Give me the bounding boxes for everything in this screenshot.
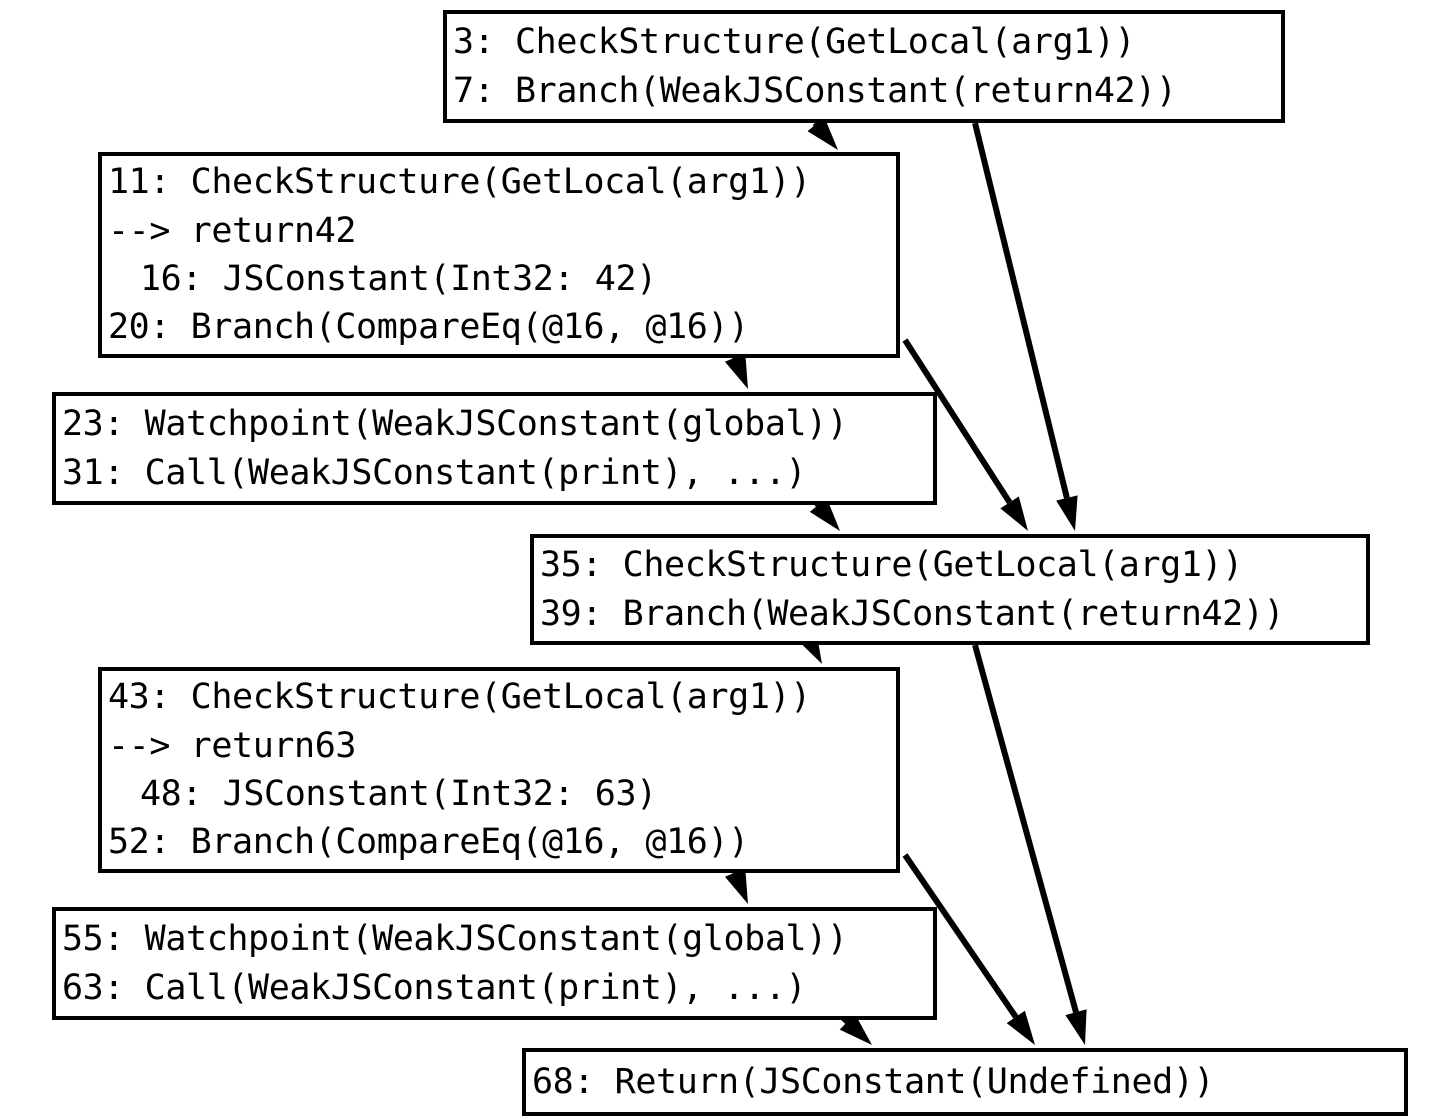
cfg-edge-block0-to-block3 xyxy=(972,122,1078,531)
arrowhead-icon xyxy=(1056,495,1078,531)
cfg-block-line: 31: Call(WeakJSConstant(print), ...) xyxy=(62,452,807,493)
arrowhead-icon xyxy=(724,868,748,904)
cfg-block-line: 55: Watchpoint(WeakJSConstant(global)) xyxy=(62,919,848,960)
arrowhead-icon xyxy=(724,353,748,389)
cfg-block-line: 16: JSConstant(Int32: 42) xyxy=(140,259,657,299)
cfg-block-line: 68: Return(JSConstant(Undefined)) xyxy=(532,1061,1215,1102)
cfg-block-line: 48: JSConstant(Int32: 63) xyxy=(140,774,657,814)
cfg-block-line: 3: CheckStructure(GetLocal(arg1)) xyxy=(453,22,1136,63)
cfg-block-block3[interactable]: 35: CheckStructure(GetLocal(arg1)) 39: Br… xyxy=(530,534,1370,645)
cfg-block-block0[interactable]: 3: CheckStructure(GetLocal(arg1)) 7: Bran… xyxy=(443,10,1285,123)
arrowhead-icon xyxy=(1065,1009,1087,1045)
cfg-block-line: 35: CheckStructure(GetLocal(arg1)) xyxy=(540,545,1243,586)
cfg-block-line: --> return42 xyxy=(108,210,357,251)
arrowhead-icon xyxy=(1000,496,1028,531)
cfg-block-block2[interactable]: 23: Watchpoint(WeakJSConstant(global)) 31… xyxy=(52,392,937,505)
cfg-block-line: 11: CheckStructure(GetLocal(arg1)) xyxy=(108,162,811,203)
cfg-block-line: 63: Call(WeakJSConstant(print), ...) xyxy=(62,967,807,1008)
cfg-block-line: 7: Branch(WeakJSConstant(return42)) xyxy=(453,70,1177,111)
cfg-block-block1[interactable]: 11: CheckStructure(GetLocal(arg1)) --> re… xyxy=(98,152,900,358)
cfg-block-line: 52: Branch(CompareEq(@16, @16)) xyxy=(108,822,749,863)
arrowhead-icon xyxy=(1006,1010,1035,1045)
cfg-block-line: 43: CheckStructure(GetLocal(arg1)) xyxy=(108,677,811,718)
cfg-block-block4[interactable]: 43: CheckStructure(GetLocal(arg1)) --> re… xyxy=(98,667,900,873)
cfg-block-block6[interactable]: 68: Return(JSConstant(Undefined)) xyxy=(522,1048,1408,1116)
cfg-block-block5[interactable]: 55: Watchpoint(WeakJSConstant(global)) 63… xyxy=(52,907,937,1020)
cfg-block-line: 23: Watchpoint(WeakJSConstant(global)) xyxy=(62,404,848,445)
cfg-block-line: 39: Branch(WeakJSConstant(return42)) xyxy=(540,593,1285,634)
cfg-block-line: --> return63 xyxy=(108,725,357,766)
cfg-block-line: 20: Branch(CompareEq(@16, @16)) xyxy=(108,307,749,348)
cfg-edge-block3-to-block6 xyxy=(972,644,1087,1045)
